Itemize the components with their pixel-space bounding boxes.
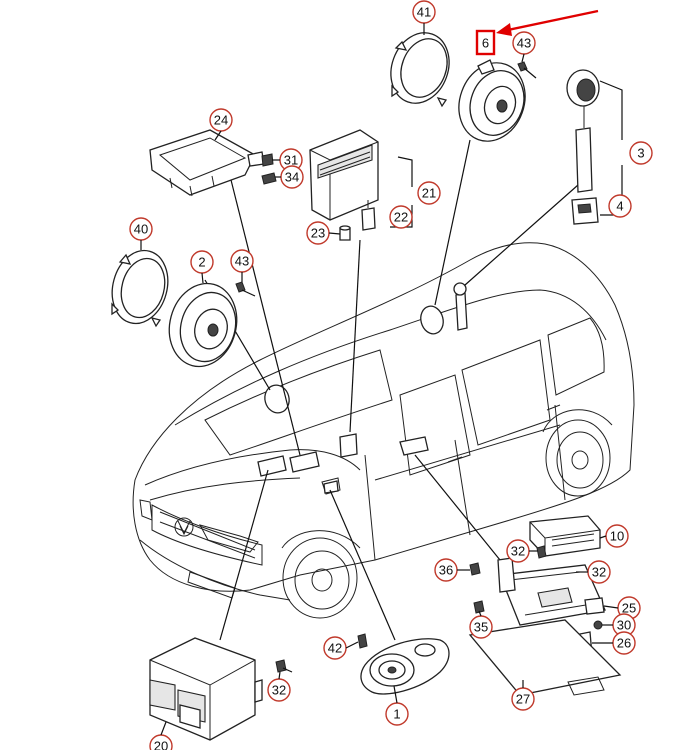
svg-text:32: 32 xyxy=(511,544,525,559)
highlighted-part-label: 6 xyxy=(475,29,496,56)
callout-43-left: 43 xyxy=(230,249,254,273)
svg-text:31: 31 xyxy=(284,153,298,168)
callout-34: 34 xyxy=(280,165,304,189)
svg-text:1: 1 xyxy=(393,707,400,722)
red-arrow xyxy=(496,9,599,36)
svg-text:43: 43 xyxy=(517,36,531,51)
svg-text:41: 41 xyxy=(417,5,431,20)
callout-32-top: 32 xyxy=(506,539,530,563)
svg-text:21: 21 xyxy=(422,186,436,201)
part-27-base-plate xyxy=(468,619,622,696)
callout-10: 10 xyxy=(605,524,629,548)
part-43-screw xyxy=(517,61,537,79)
callout-2: 2 xyxy=(190,250,214,274)
svg-text:34: 34 xyxy=(285,170,299,185)
callout-3: 3 xyxy=(629,141,653,165)
part-3-tweeter xyxy=(566,69,600,225)
callout-1: 1 xyxy=(385,702,409,726)
callout-23: 23 xyxy=(306,221,330,245)
part-20-control-box xyxy=(149,637,263,741)
part-23-cap xyxy=(339,225,351,241)
svg-text:32: 32 xyxy=(592,565,606,580)
svg-text:27: 27 xyxy=(516,692,530,707)
svg-text:36: 36 xyxy=(439,563,453,578)
callout-32-bottom: 32 xyxy=(267,678,291,702)
svg-text:25: 25 xyxy=(622,601,636,616)
svg-text:23: 23 xyxy=(311,226,325,241)
svg-text:3: 3 xyxy=(637,146,644,161)
callout-40: 40 xyxy=(129,217,153,241)
fasteners xyxy=(275,545,603,673)
callout-32-right: 32 xyxy=(587,560,611,584)
part-6-door-speaker xyxy=(458,59,526,142)
callout-26: 26 xyxy=(612,631,636,655)
callout-21: 21 xyxy=(417,181,441,205)
mounting-markers xyxy=(257,282,468,494)
svg-text:43: 43 xyxy=(235,254,249,269)
part-31-34-clips xyxy=(261,153,277,185)
callout-35: 35 xyxy=(469,615,493,639)
svg-text:10: 10 xyxy=(610,529,624,544)
svg-text:30: 30 xyxy=(617,618,631,633)
svg-text:40: 40 xyxy=(134,222,148,237)
callout-4: 4 xyxy=(608,194,632,218)
callout-27: 27 xyxy=(511,687,535,711)
callout-36: 36 xyxy=(434,558,458,582)
callout-42: 42 xyxy=(323,636,347,660)
part-1-center-speaker xyxy=(360,638,450,695)
svg-text:4: 4 xyxy=(616,199,623,214)
callouts: 41 43 3 4 24 31 34 21 22 23 40 2 43 10 3… xyxy=(129,0,653,750)
part-2-speaker xyxy=(168,282,238,368)
part-40-speaker-ring xyxy=(111,249,169,328)
callout-stubs xyxy=(140,23,619,736)
callout-43: 43 xyxy=(512,31,536,55)
svg-text:20: 20 xyxy=(154,739,168,750)
svg-text:32: 32 xyxy=(272,683,286,698)
vehicle-body xyxy=(132,242,635,619)
svg-text:24: 24 xyxy=(214,113,228,128)
callout-24: 24 xyxy=(209,108,233,132)
svg-text:26: 26 xyxy=(617,636,631,651)
svg-text:6: 6 xyxy=(482,36,489,51)
svg-text:35: 35 xyxy=(474,620,488,635)
svg-text:2: 2 xyxy=(198,255,205,270)
part-43-screw-left xyxy=(235,281,256,297)
callout-20: 20 xyxy=(149,734,173,750)
svg-text:42: 42 xyxy=(328,641,342,656)
callout-22: 22 xyxy=(389,205,413,229)
part-24-bracket xyxy=(149,129,265,197)
part-41-speaker-ring xyxy=(390,32,450,108)
svg-text:22: 22 xyxy=(394,210,408,225)
callout-41: 41 xyxy=(412,0,436,24)
part-21-control-unit xyxy=(309,129,379,231)
